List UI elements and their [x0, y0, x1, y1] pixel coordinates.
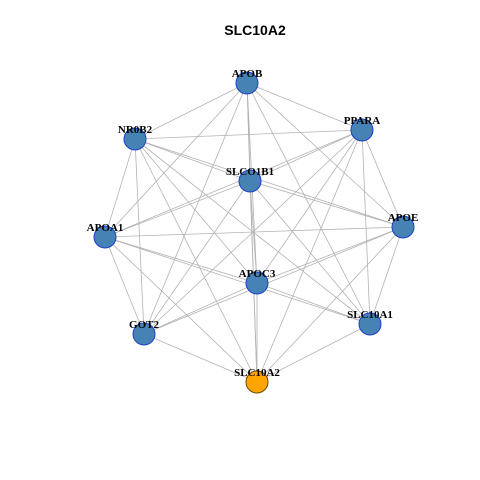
edge-apoa1-slc10a2	[104, 236, 258, 383]
node-label-slc10a1: SLC10A1	[347, 309, 393, 321]
node-apob	[235, 71, 259, 95]
edge-apob-apoe	[246, 82, 404, 228]
edge-slc10a1-slc10a2	[256, 323, 371, 383]
edge-ppara-slco1b1	[249, 129, 363, 182]
edge-apoe-got2	[143, 226, 404, 335]
edge-apob-apoa1	[104, 82, 248, 238]
edge-slco1b1-slc10a1	[249, 180, 371, 325]
diagram-title: SLC10A2	[224, 22, 286, 38]
edge-nr0b2-slco1b1	[134, 138, 251, 182]
edge-apob-nr0b2	[134, 82, 248, 140]
edge-nr0b2-got2	[134, 138, 145, 335]
edge-nr0b2-slc10a2	[134, 138, 258, 383]
edge-ppara-slc10a2	[256, 129, 363, 383]
edge-nr0b2-apoc3	[134, 138, 258, 284]
edge-slco1b1-got2	[143, 180, 251, 335]
node-got2	[132, 322, 156, 346]
edge-apoa1-apoc3	[104, 236, 258, 284]
edge-slco1b1-apoa1	[104, 180, 251, 238]
edge-ppara-apoa1	[104, 129, 363, 238]
edge-apoc3-got2	[143, 282, 258, 335]
node-label-got2: GOT2	[129, 319, 159, 331]
node-slc10a2	[245, 370, 269, 394]
edge-nr0b2-slc10a1	[134, 138, 371, 325]
edge-apoc3-slc10a1	[256, 282, 371, 325]
edge-nr0b2-apoa1	[104, 138, 136, 238]
edge-ppara-apoc3	[256, 129, 363, 284]
edge-apoe-apoa1	[104, 226, 404, 238]
edge-slco1b1-apoe	[249, 180, 404, 228]
node-apoe	[391, 215, 415, 239]
edge-got2-slc10a2	[143, 333, 258, 383]
edge-ppara-nr0b2	[134, 129, 363, 140]
edge-apoe-apoc3	[256, 226, 404, 284]
node-label-apob: APOB	[232, 68, 263, 80]
node-layer	[93, 71, 415, 394]
node-label-slco1b1: SLCO1B1	[226, 166, 274, 178]
node-ppara	[350, 118, 374, 142]
edge-apoe-slc10a1	[369, 226, 404, 325]
node-label-nr0b2: NR0B2	[118, 124, 153, 136]
edge-apob-got2	[143, 82, 248, 335]
node-apoc3	[245, 271, 269, 295]
edge-apoe-slc10a2	[256, 226, 404, 383]
node-label-ppara: PPARA	[344, 115, 381, 127]
node-label-apoe: APOE	[388, 212, 419, 224]
node-slco1b1	[238, 169, 262, 193]
node-label-apoc3: APOC3	[239, 268, 276, 280]
node-slc10a1	[358, 312, 382, 336]
edge-ppara-apoe	[361, 129, 404, 228]
edge-ppara-slc10a1	[361, 129, 371, 325]
edge-apoa1-slc10a1	[104, 236, 371, 325]
node-label-slc10a2: SLC10A2	[234, 367, 280, 379]
node-nr0b2	[123, 127, 147, 151]
node-label-apoa1: APOA1	[87, 222, 124, 234]
edge-apoa1-got2	[104, 236, 145, 335]
edge-nr0b2-apoe	[134, 138, 404, 228]
node-apoa1	[93, 225, 117, 249]
edge-layer	[104, 82, 404, 383]
edge-apob-ppara	[246, 82, 363, 131]
